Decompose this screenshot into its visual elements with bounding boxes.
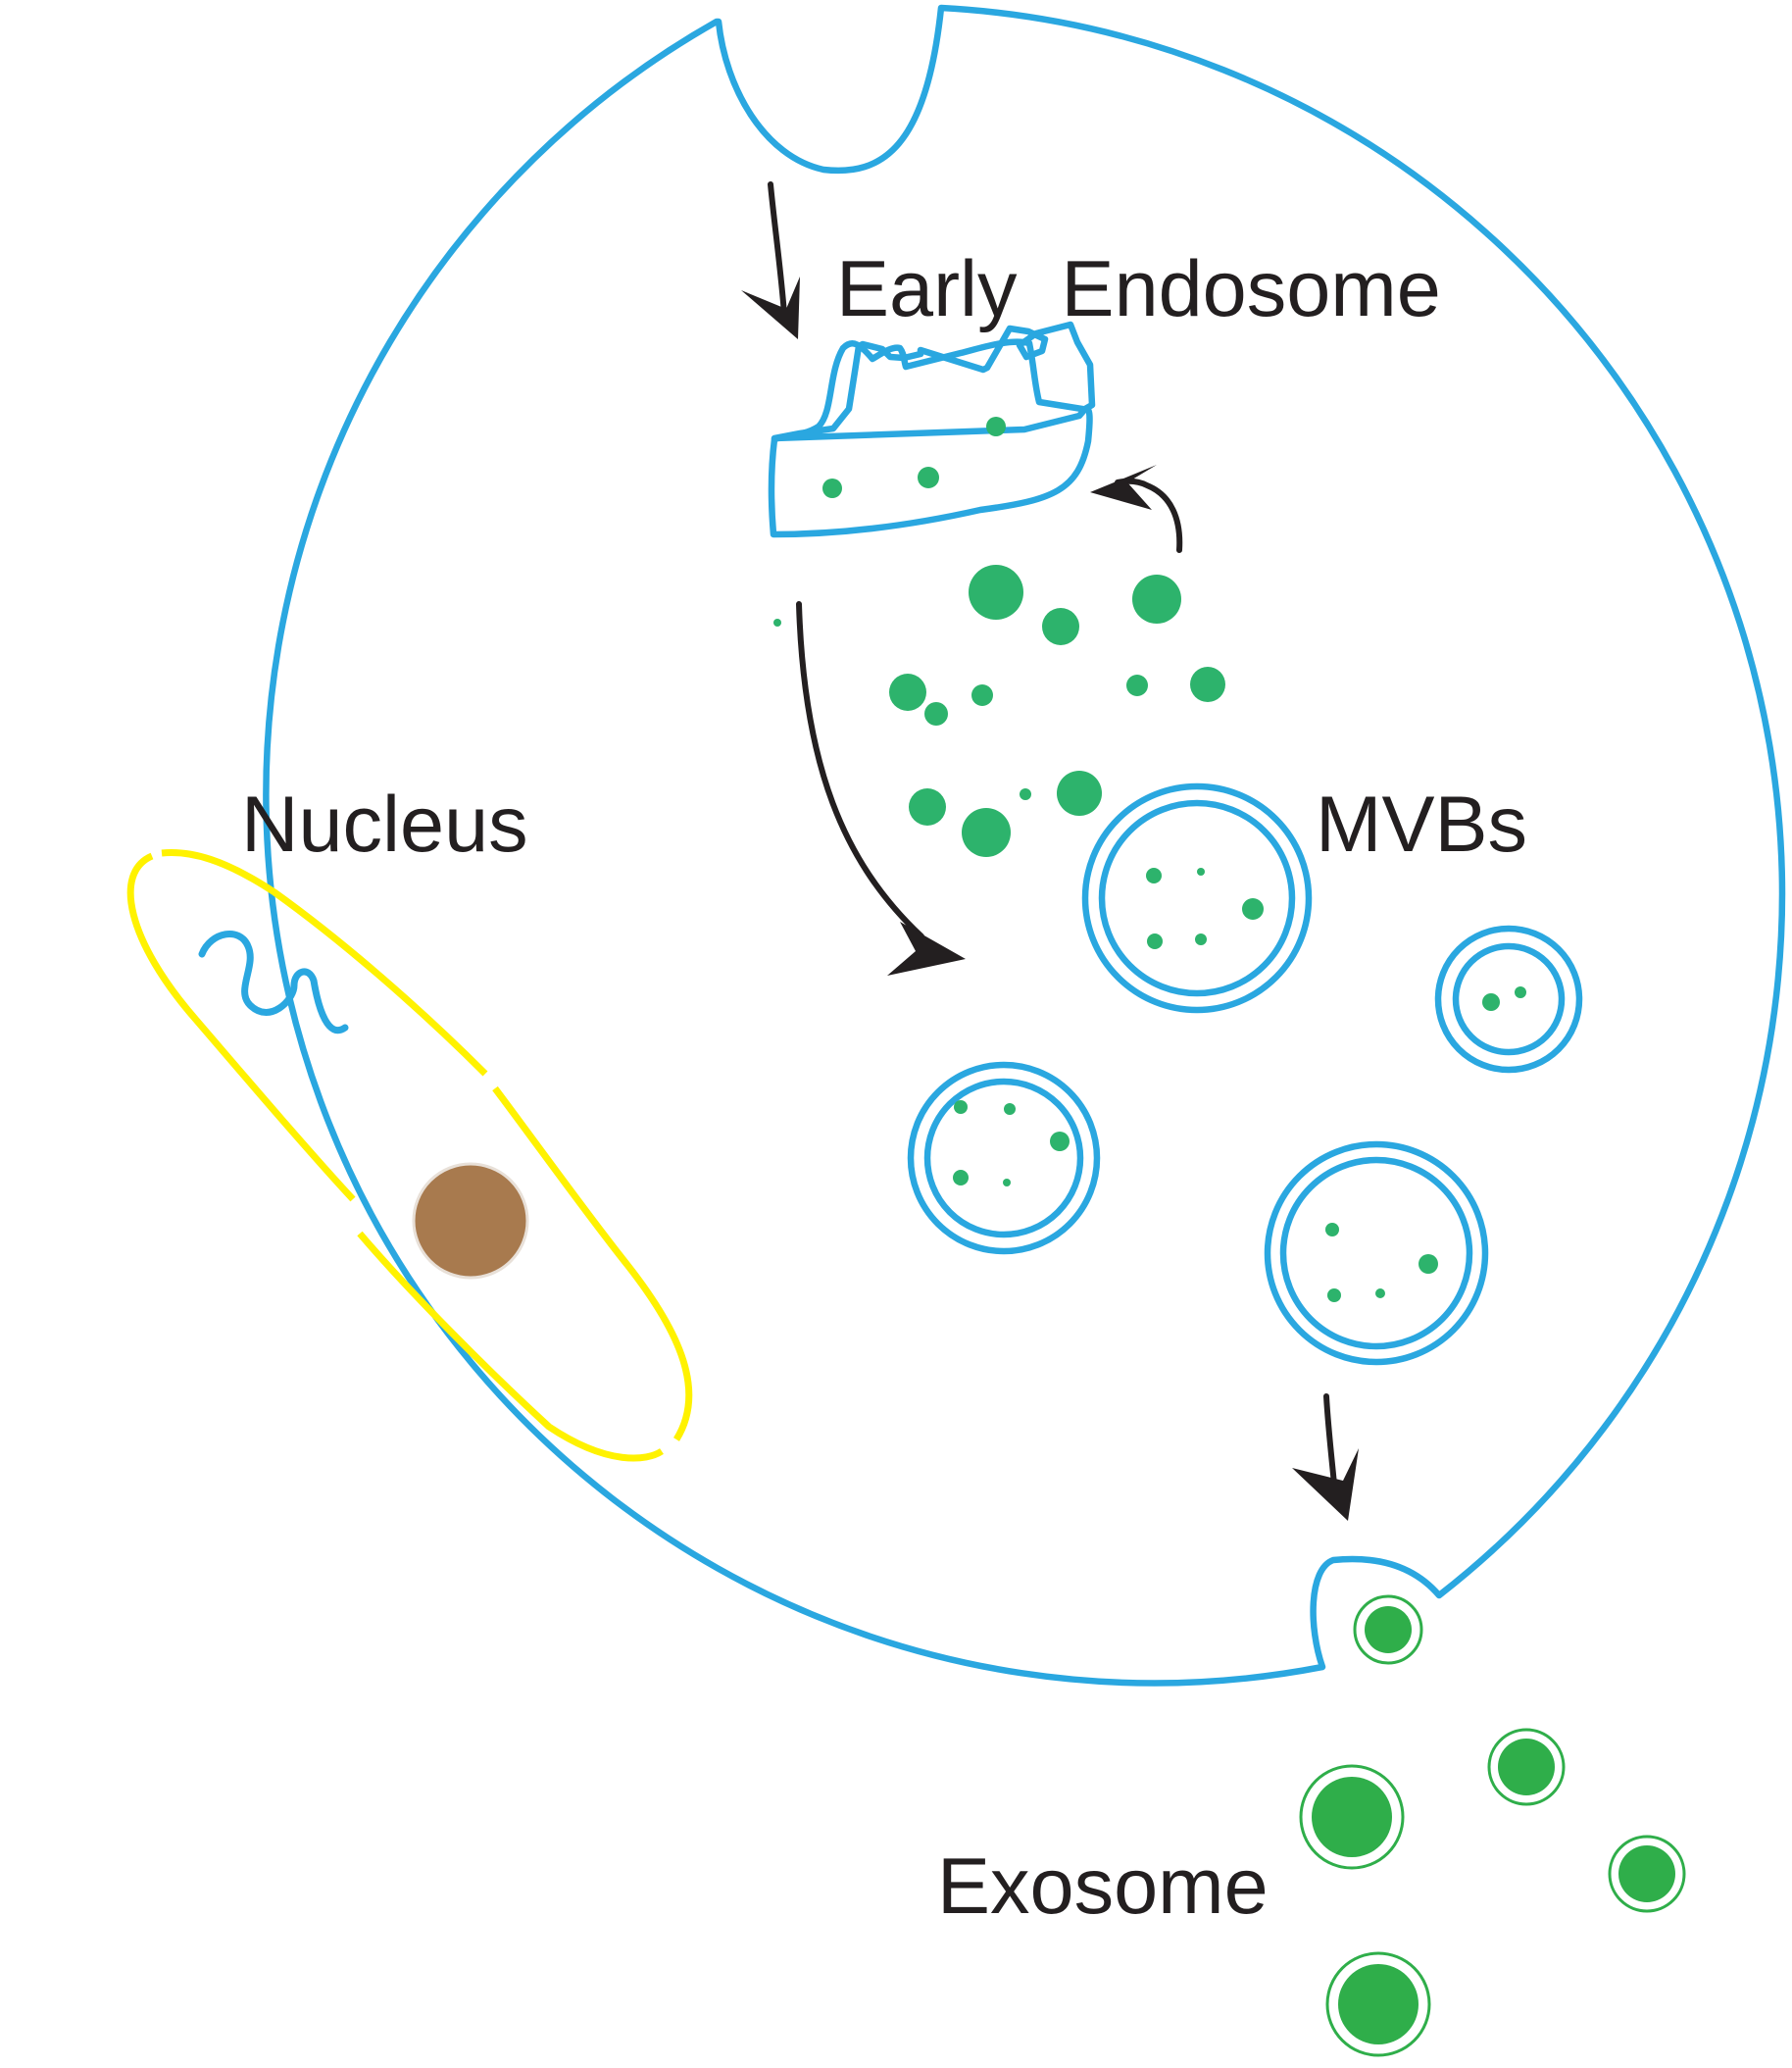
early-endosome-outline — [768, 338, 1093, 538]
cargo-dot — [1325, 1223, 1339, 1236]
cargo-dot — [969, 565, 1023, 620]
cargo-dot — [1195, 933, 1207, 945]
arrowhead — [1090, 465, 1157, 510]
cargo-dot — [1375, 1288, 1385, 1298]
fusion-arrow — [1292, 1393, 1359, 1521]
nuclear-envelope — [161, 849, 488, 1077]
cargo-dot — [1050, 1132, 1070, 1151]
cargo-dot — [909, 788, 946, 826]
cargo-dot — [1057, 771, 1102, 816]
mvb-outer-membrane — [1434, 925, 1583, 1074]
mvb-outer-membrane — [1264, 1140, 1489, 1366]
endocytosis-arrow — [741, 181, 800, 339]
nuclear-envelope — [492, 1085, 693, 1441]
mvbs-label: MVBs — [1316, 781, 1527, 869]
nuclear-envelope — [126, 852, 356, 1202]
cargo-dot — [1042, 608, 1079, 645]
cargo-dot — [1327, 1288, 1341, 1302]
cargo-dot — [1132, 575, 1181, 624]
cargo-dot — [889, 674, 926, 711]
nuclear-envelope — [357, 1231, 664, 1462]
mvb-inner-membrane — [1452, 942, 1566, 1056]
cargo-dot — [924, 702, 948, 726]
early-endosome-compartment — [771, 321, 1096, 442]
cargo-dot — [918, 467, 939, 488]
mvb — [1081, 782, 1313, 1014]
exosome-vesicle — [1325, 1951, 1431, 2057]
mvb — [1434, 925, 1583, 1074]
cargo-dot — [1419, 1254, 1438, 1274]
mvb-inner-membrane — [1279, 1156, 1473, 1350]
mvb — [1264, 1140, 1489, 1366]
exosome-vesicle — [1353, 1594, 1423, 1665]
nucleolus — [412, 1162, 529, 1280]
cargo-dot — [773, 619, 781, 627]
arrowhead — [741, 277, 800, 339]
cargo-dot — [1004, 1103, 1016, 1115]
cargo-dot — [953, 1170, 969, 1185]
cargo-dot — [1146, 868, 1162, 883]
cargo-particles — [773, 565, 1225, 857]
cargo-dot — [986, 417, 1006, 436]
cargo-dot — [1482, 993, 1500, 1011]
mvb-inner-membrane — [923, 1078, 1084, 1238]
nucleus-label: Nucleus — [241, 781, 528, 869]
mvb-inner-membrane — [1098, 799, 1296, 997]
cargo-dot — [1020, 788, 1031, 800]
exosome-label: Exosome — [937, 1842, 1269, 1931]
nucleus — [126, 849, 693, 1462]
cargo-dot — [1197, 868, 1205, 876]
mvb-outer-membrane — [907, 1061, 1101, 1255]
cargo-dot — [971, 684, 993, 706]
arrowhead — [1292, 1448, 1359, 1521]
exosome-vesicle — [1299, 1764, 1405, 1870]
early-endosome-label: Early Endosome — [836, 245, 1441, 333]
chromatin-strand — [198, 931, 349, 1034]
cargo-dot — [1190, 667, 1225, 702]
exosomes — [1299, 1594, 1686, 2057]
exosome-vesicle — [1608, 1835, 1686, 1913]
cargo-dot — [954, 1100, 968, 1114]
cell-membrane — [263, 4, 1786, 1687]
exosome-vesicle — [1487, 1728, 1566, 1806]
cargo-dot — [1126, 675, 1148, 696]
cargo-dot — [962, 808, 1011, 857]
mvb-outer-membrane — [1081, 782, 1313, 1014]
cargo-dot — [822, 479, 842, 498]
recycling-arrow — [1090, 465, 1183, 553]
maturation-arrow — [796, 601, 966, 976]
cargo-dot — [1003, 1179, 1011, 1186]
mvb — [907, 1061, 1101, 1255]
early-endosome-cargo — [822, 417, 1006, 498]
arrowhead — [887, 922, 966, 976]
cargo-dot — [1147, 933, 1163, 949]
cargo-dot — [1515, 986, 1526, 998]
cargo-dot — [1242, 898, 1264, 920]
